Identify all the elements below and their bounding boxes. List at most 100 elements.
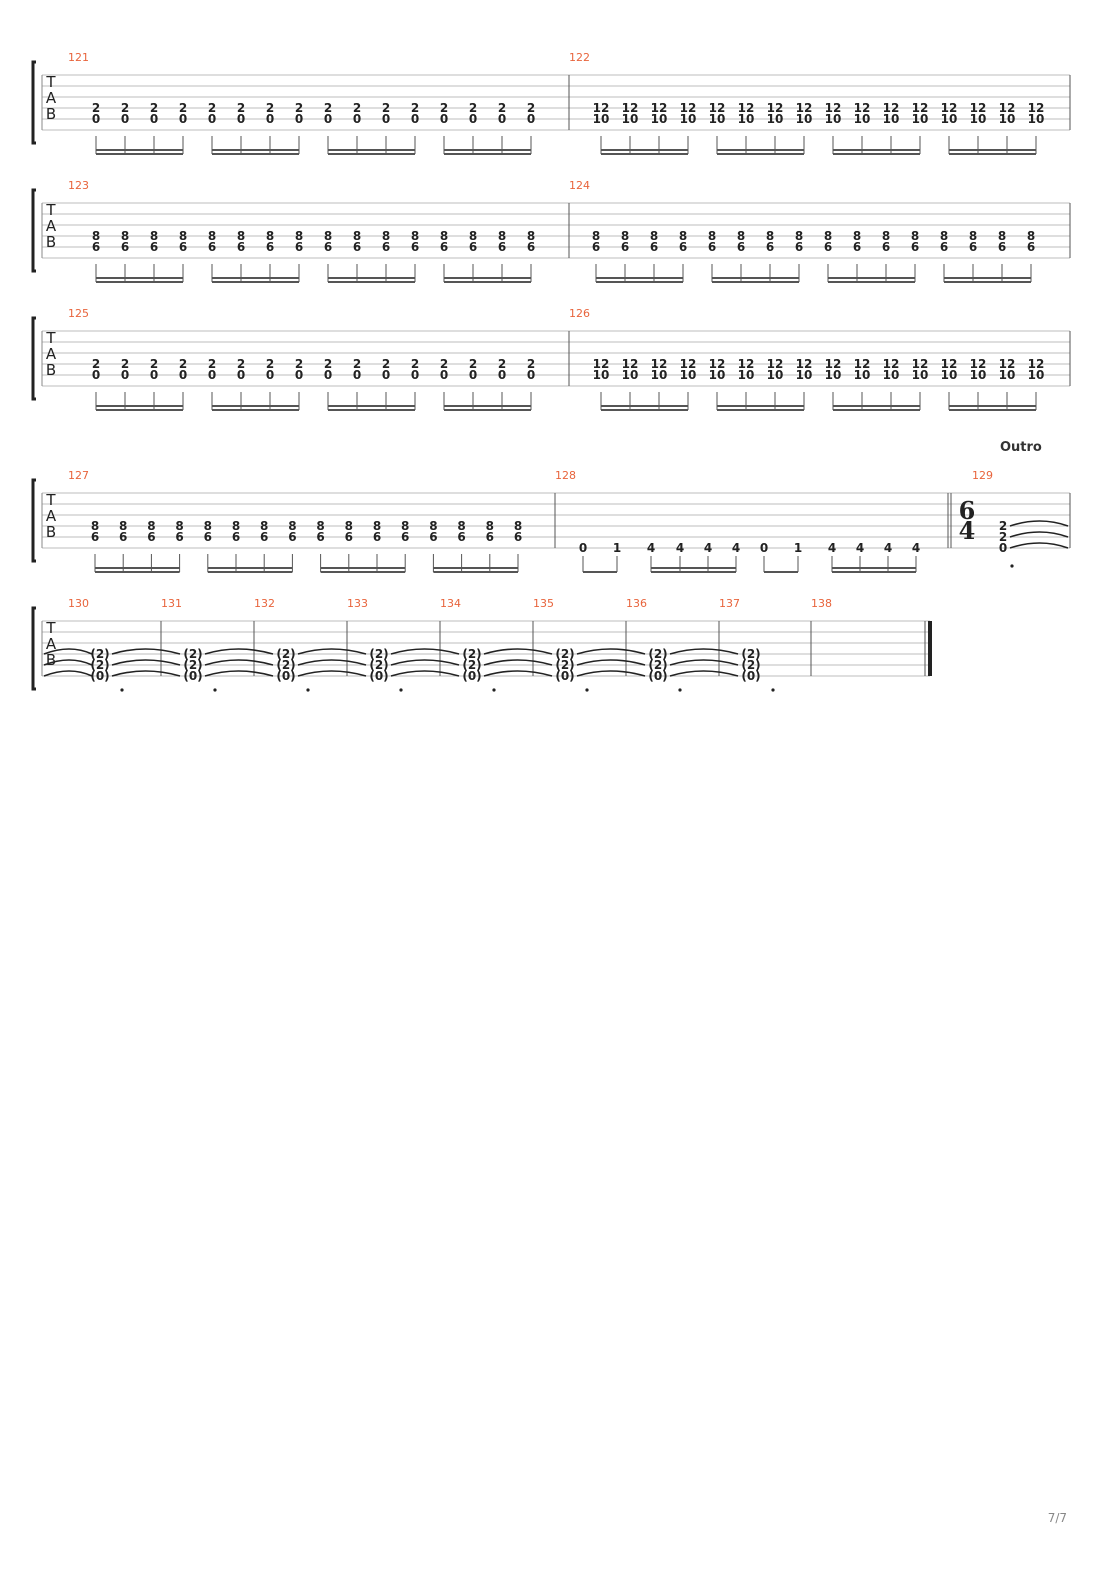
fret-number: 10 bbox=[912, 112, 929, 126]
fret-number: 8 bbox=[260, 519, 268, 533]
tie-arc bbox=[43, 648, 93, 655]
fret-number: 2 bbox=[295, 101, 303, 115]
fret-number: 6 bbox=[998, 240, 1006, 254]
fret-number: 10 bbox=[767, 112, 784, 126]
fret-number: (0) bbox=[183, 669, 202, 683]
fret-number: 8 bbox=[998, 229, 1006, 243]
fret-number: 0 bbox=[92, 112, 100, 126]
tab-clef-letter: A bbox=[46, 89, 57, 107]
fret-number: 6 bbox=[208, 240, 216, 254]
fret-number: 10 bbox=[796, 112, 813, 126]
measure-number: 126 bbox=[569, 307, 590, 320]
fret-number: 1 bbox=[794, 541, 802, 555]
fret-number: 10 bbox=[854, 368, 871, 382]
fret-number: 6 bbox=[592, 240, 600, 254]
fret-number: 0 bbox=[760, 541, 768, 555]
fret-number: 2 bbox=[440, 101, 448, 115]
tab-clef-letter: T bbox=[45, 491, 56, 509]
fret-number: 0 bbox=[150, 112, 158, 126]
fret-number: 2 bbox=[498, 101, 506, 115]
fret-number: 6 bbox=[266, 240, 274, 254]
fret-number: 6 bbox=[232, 530, 240, 544]
fret-number: 2 bbox=[999, 530, 1007, 544]
fret-number: 8 bbox=[345, 519, 353, 533]
fret-number: (2) bbox=[183, 658, 202, 672]
fret-number: 12 bbox=[825, 101, 842, 115]
tie-arc bbox=[576, 648, 646, 655]
system-bracket bbox=[31, 60, 36, 145]
dotted-rhythm-dot bbox=[120, 688, 124, 692]
fret-number: 0 bbox=[121, 368, 129, 382]
fret-number: 10 bbox=[941, 112, 958, 126]
page-number: 7/7 bbox=[1048, 1511, 1067, 1525]
fret-number: 8 bbox=[373, 519, 381, 533]
tie-arc bbox=[483, 670, 553, 677]
measure-number: 121 bbox=[68, 51, 89, 64]
dotted-rhythm-dot bbox=[399, 688, 403, 692]
fret-number: 8 bbox=[650, 229, 658, 243]
fret-number: 6 bbox=[353, 240, 361, 254]
measure-number: 138 bbox=[811, 597, 832, 610]
fret-number: (2) bbox=[90, 647, 109, 661]
fret-number: (0) bbox=[555, 669, 574, 683]
system-bracket bbox=[31, 188, 36, 273]
fret-number: (2) bbox=[741, 647, 760, 661]
fret-number: 12 bbox=[709, 357, 726, 371]
fret-number: (0) bbox=[369, 669, 388, 683]
fret-number: 10 bbox=[825, 368, 842, 382]
fret-number: 8 bbox=[457, 519, 465, 533]
measure-number: 123 bbox=[68, 179, 89, 192]
fret-number: 12 bbox=[622, 101, 639, 115]
fret-number: 2 bbox=[150, 357, 158, 371]
time-signature-numerator: 6 bbox=[959, 496, 976, 525]
fret-number: 8 bbox=[486, 519, 494, 533]
fret-number: (2) bbox=[369, 658, 388, 672]
fret-number: 8 bbox=[204, 519, 212, 533]
fret-number: (0) bbox=[648, 669, 667, 683]
fret-number: 8 bbox=[179, 229, 187, 243]
fret-number: (0) bbox=[741, 669, 760, 683]
dotted-rhythm-dot bbox=[678, 688, 682, 692]
tie-arc bbox=[483, 659, 553, 666]
tie-arc bbox=[204, 648, 274, 655]
fret-number: 12 bbox=[593, 357, 610, 371]
fret-number: 12 bbox=[941, 357, 958, 371]
fret-number: 8 bbox=[232, 519, 240, 533]
fret-number: 10 bbox=[680, 112, 697, 126]
tie-arc bbox=[669, 648, 739, 655]
fret-number: 12 bbox=[912, 357, 929, 371]
fret-number: 12 bbox=[941, 101, 958, 115]
fret-number: 2 bbox=[92, 101, 100, 115]
fret-number: 0 bbox=[208, 112, 216, 126]
fret-number: 6 bbox=[382, 240, 390, 254]
fret-number: 12 bbox=[738, 101, 755, 115]
tie-arc bbox=[390, 670, 460, 677]
measure-number: 124 bbox=[569, 179, 590, 192]
fret-number: 8 bbox=[440, 229, 448, 243]
fret-number: 6 bbox=[288, 530, 296, 544]
fret-number: 8 bbox=[592, 229, 600, 243]
fret-number: 0 bbox=[411, 112, 419, 126]
fret-number: 6 bbox=[498, 240, 506, 254]
fret-number: 8 bbox=[824, 229, 832, 243]
fret-number: (2) bbox=[183, 647, 202, 661]
measure-number: 127 bbox=[68, 469, 89, 482]
fret-number: 6 bbox=[345, 530, 353, 544]
fret-number: 10 bbox=[796, 368, 813, 382]
fret-number: 12 bbox=[680, 357, 697, 371]
fret-number: 10 bbox=[709, 368, 726, 382]
fret-number: 2 bbox=[295, 357, 303, 371]
fret-number: 10 bbox=[1028, 368, 1045, 382]
fret-number: 12 bbox=[825, 357, 842, 371]
fret-number: 10 bbox=[593, 368, 610, 382]
fret-number: 4 bbox=[676, 541, 684, 555]
fret-number: 6 bbox=[853, 240, 861, 254]
fret-number: 8 bbox=[766, 229, 774, 243]
fret-number: 10 bbox=[738, 112, 755, 126]
fret-number: 0 bbox=[295, 112, 303, 126]
fret-number: 8 bbox=[882, 229, 890, 243]
fret-number: 8 bbox=[237, 229, 245, 243]
tie-arc bbox=[43, 659, 93, 666]
fret-number: (2) bbox=[648, 658, 667, 672]
